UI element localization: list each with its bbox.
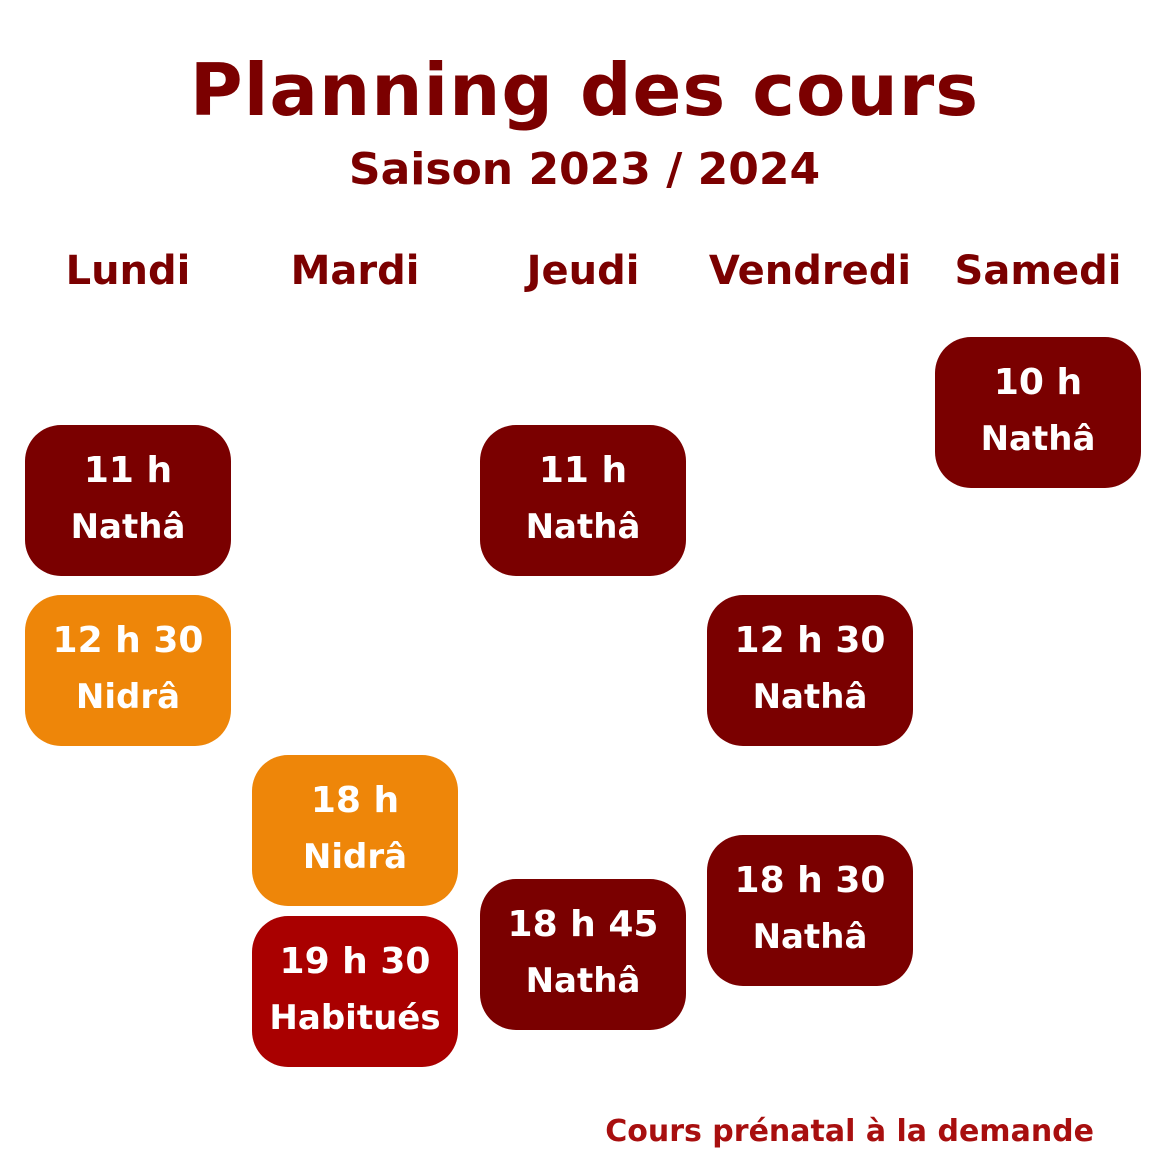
slot-jeudi-18h45: 18 h 45 Nathâ — [480, 879, 686, 1030]
slot-samedi-10h: 10 h Nathâ — [935, 337, 1141, 488]
slot-course: Nathâ — [525, 507, 641, 547]
slot-vendredi-12h30: 12 h 30 Nathâ — [707, 595, 913, 746]
page-subtitle: Saison 2023 / 2024 — [348, 144, 821, 195]
day-header-lundi: Lundi — [65, 248, 191, 294]
slot-time: 18 h 45 — [507, 904, 659, 945]
day-header-mardi: Mardi — [290, 248, 420, 294]
slot-mardi-18h: 18 h Nidrâ — [252, 755, 458, 906]
slot-time: 18 h — [310, 780, 400, 821]
slot-time: 11 h — [83, 450, 173, 491]
slot-course: Nathâ — [980, 419, 1096, 459]
slot-course: Nathâ — [525, 961, 641, 1001]
slot-time: 11 h — [538, 450, 628, 491]
slot-course: Nathâ — [752, 677, 868, 717]
slot-lundi-11h: 11 h Nathâ — [25, 425, 231, 576]
slot-time: 19 h 30 — [279, 941, 431, 982]
day-header-vendredi: Vendredi — [708, 248, 912, 294]
slot-course: Nathâ — [752, 917, 868, 957]
slot-course: Nathâ — [70, 507, 186, 547]
slot-vendredi-18h30: 18 h 30 Nathâ — [707, 835, 913, 986]
slot-time: 12 h 30 — [52, 620, 204, 661]
slot-time: 18 h 30 — [734, 860, 886, 901]
slot-time: 10 h — [993, 362, 1083, 403]
page-title: Planning des cours — [189, 48, 980, 132]
slot-time: 12 h 30 — [734, 620, 886, 661]
slot-jeudi-11h: 11 h Nathâ — [480, 425, 686, 576]
slot-lundi-12h30: 12 h 30 Nidrâ — [25, 595, 231, 746]
day-header-jeudi: Jeudi — [526, 248, 640, 294]
slot-course: Habitués — [269, 998, 441, 1038]
day-header-samedi: Samedi — [954, 248, 1122, 294]
slot-course: Nidrâ — [75, 677, 181, 717]
slot-course: Nidrâ — [302, 837, 408, 877]
prenatal-note: Cours prénatal à la demande — [605, 1114, 1094, 1149]
slot-mardi-19h30: 19 h 30 Habitués — [252, 916, 458, 1067]
